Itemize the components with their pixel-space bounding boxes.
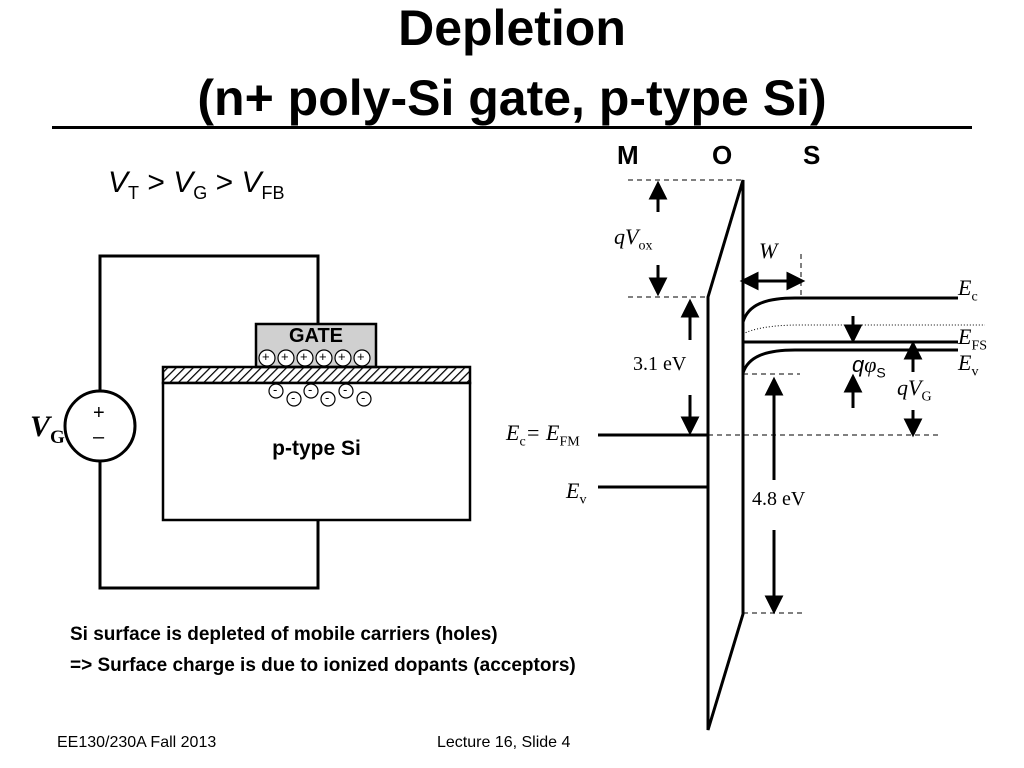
oxide-barrier-3-1-ev: 3.1 eV	[633, 353, 687, 375]
vt-symbol: V	[108, 166, 129, 199]
gate-charge: +	[300, 349, 308, 364]
source-label: VG	[30, 410, 65, 449]
voltage-source	[63, 389, 137, 463]
p-type-substrate	[161, 381, 472, 522]
metal-fermi-label: Ec= EFM	[506, 420, 580, 450]
qvg-subscript: G	[921, 389, 932, 405]
ec-efm-symbol: E	[506, 420, 520, 445]
qvox-label: qVox	[614, 224, 652, 254]
oxide-band	[706, 179, 745, 731]
ionized-acceptor-charges	[268, 383, 372, 407]
note-line-1: Si surface is depleted of mobile carrier…	[70, 624, 498, 645]
vg-source-subscript: G	[50, 427, 65, 448]
vt-subscript: T	[128, 183, 140, 203]
ec-subscript: c	[971, 289, 978, 305]
condition-expression: VT > VG > VFB	[108, 166, 285, 204]
gt-sign-1: >	[147, 166, 165, 199]
vfb-subscript: FB	[261, 183, 285, 203]
ec-efm-equals: = E	[525, 420, 560, 445]
slide-title-line2: (n+ poly-Si gate, p-type Si)	[197, 70, 827, 126]
ec-symbol: E	[958, 275, 972, 300]
ec-efm-left-subscript: c	[519, 434, 526, 450]
gate-charge: +	[281, 349, 289, 364]
qvox-symbol: qV	[614, 224, 639, 249]
semiconductor-conduction-band	[741, 296, 958, 323]
title-underline	[52, 126, 972, 129]
region-semiconductor-label: S	[803, 140, 821, 170]
gate-charge: +	[357, 349, 365, 364]
dopant-charge: -	[273, 382, 278, 397]
ec-efm-right-subscript: FM	[559, 434, 580, 450]
wire-top	[98, 254, 320, 390]
metal-ev-subscript: v	[579, 492, 587, 508]
dopant-charge: -	[361, 390, 366, 405]
ev-symbol: E	[958, 350, 972, 375]
region-oxide-label: O	[712, 140, 733, 170]
gate-positive-charges	[258, 349, 371, 367]
qvg-label: qVG	[897, 375, 932, 405]
surface-potential-label: qφS	[852, 352, 886, 380]
vg-symbol: V	[173, 166, 194, 199]
ec-label: Ec	[958, 275, 978, 305]
measurement-arrows	[648, 180, 923, 615]
wire-bottom	[98, 462, 320, 590]
note-line-2: => Surface charge is due to ionized dopa…	[70, 655, 576, 676]
source-minus-sign: –	[93, 426, 105, 448]
vg-subscript: G	[193, 183, 208, 203]
qphis-subscript: S	[876, 364, 886, 381]
dopant-charge: -	[291, 390, 296, 405]
gt-sign-2: >	[215, 166, 234, 199]
reference-lines	[628, 179, 940, 614]
vg-source-symbol: V	[30, 410, 51, 443]
ev-subscript: v	[971, 364, 979, 380]
dopant-charge: -	[308, 382, 313, 397]
region-metal-label: M	[617, 140, 639, 170]
metal-ev-label: Ev	[566, 478, 586, 508]
qvox-subscript: ox	[638, 238, 653, 254]
efs-subscript: FS	[971, 338, 988, 354]
efs-label: EFS	[958, 324, 987, 354]
intrinsic-level	[742, 324, 985, 335]
semiconductor-valence-band	[741, 348, 958, 374]
slide-title-line1: Depletion	[398, 0, 626, 56]
qvg-symbol: qV	[897, 375, 922, 400]
qphis-q: q	[852, 352, 865, 377]
gate-label: GATE	[288, 325, 344, 347]
vfb-symbol: V	[241, 166, 262, 199]
qphis-phi: φ	[864, 352, 877, 377]
depletion-width-label: W	[759, 238, 778, 263]
dopant-charge: -	[343, 382, 348, 397]
dopant-charge: -	[325, 390, 330, 405]
substrate-label: p-type Si	[272, 437, 361, 460]
source-plus-sign: +	[93, 402, 105, 424]
ev-label: Ev	[958, 350, 978, 380]
gate-charge: +	[338, 349, 346, 364]
metal-ev-symbol: E	[566, 478, 580, 503]
gate-charge: +	[319, 349, 327, 364]
oxide-barrier-4-8-ev: 4.8 eV	[752, 488, 806, 510]
footer-course: EE130/230A Fall 2013	[57, 734, 217, 751]
footer-slide-number: Lecture 16, Slide 4	[437, 734, 571, 751]
gate-charge: +	[262, 349, 270, 364]
efs-symbol: E	[958, 324, 972, 349]
